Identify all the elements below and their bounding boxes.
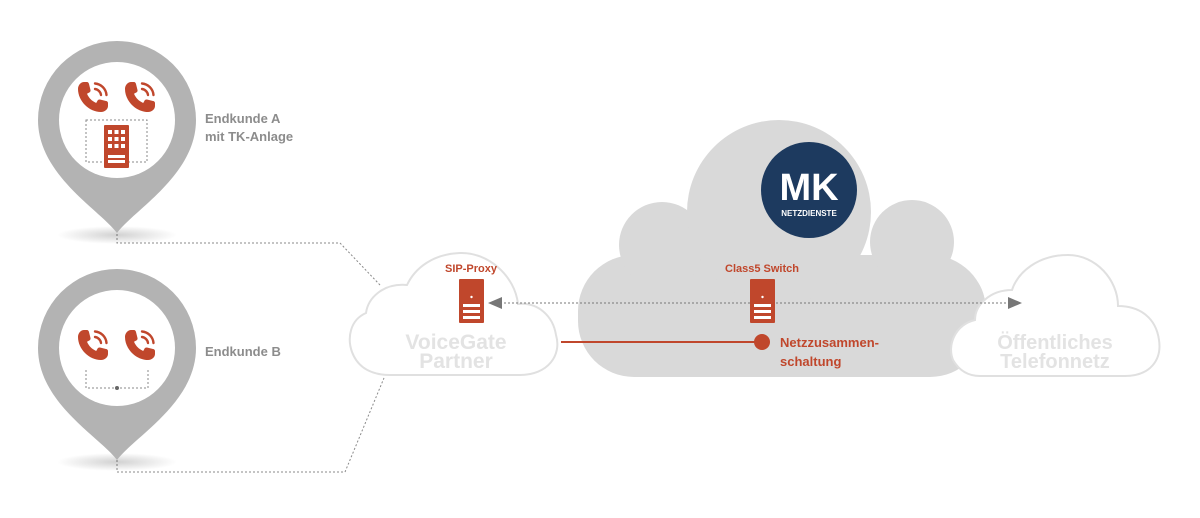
pbx-icon	[104, 125, 129, 168]
customer-b-pin	[38, 269, 196, 471]
partner-cloud	[348, 251, 559, 376]
public-network-line2: Telefonnetz	[1000, 351, 1110, 373]
customer-a-label-line1: Endkunde A	[205, 111, 281, 126]
public-network-cloud	[950, 253, 1161, 377]
arrow-right-icon	[1008, 297, 1022, 309]
public-network-line1: Öffentliches	[997, 331, 1113, 354]
server-icon	[459, 279, 484, 323]
customer-a-pin	[38, 41, 196, 244]
arrow-left-icon	[488, 297, 502, 309]
logo-main-text: MK	[779, 167, 839, 209]
customer-a-label-line2: mit TK-Anlage	[205, 129, 293, 144]
interconnection-label-line2: schaltung	[780, 354, 841, 369]
interconnection-point	[754, 334, 770, 350]
server-icon	[750, 279, 775, 323]
sip-proxy-label: SIP-Proxy	[445, 263, 498, 275]
partner-cloud-line2: Partner	[419, 350, 493, 373]
logo-sub-text: NETZDIENSTE	[781, 209, 837, 218]
provider-cloud	[578, 120, 986, 377]
class5-switch-label: Class5 Switch	[725, 263, 799, 275]
partner-cloud-line1: VoiceGate	[405, 331, 506, 354]
mk-logo: MK NETZDIENSTE	[761, 142, 857, 238]
customer-b-label: Endkunde B	[205, 344, 281, 359]
interconnection-label-line1: Netzzusammen-	[780, 335, 879, 350]
